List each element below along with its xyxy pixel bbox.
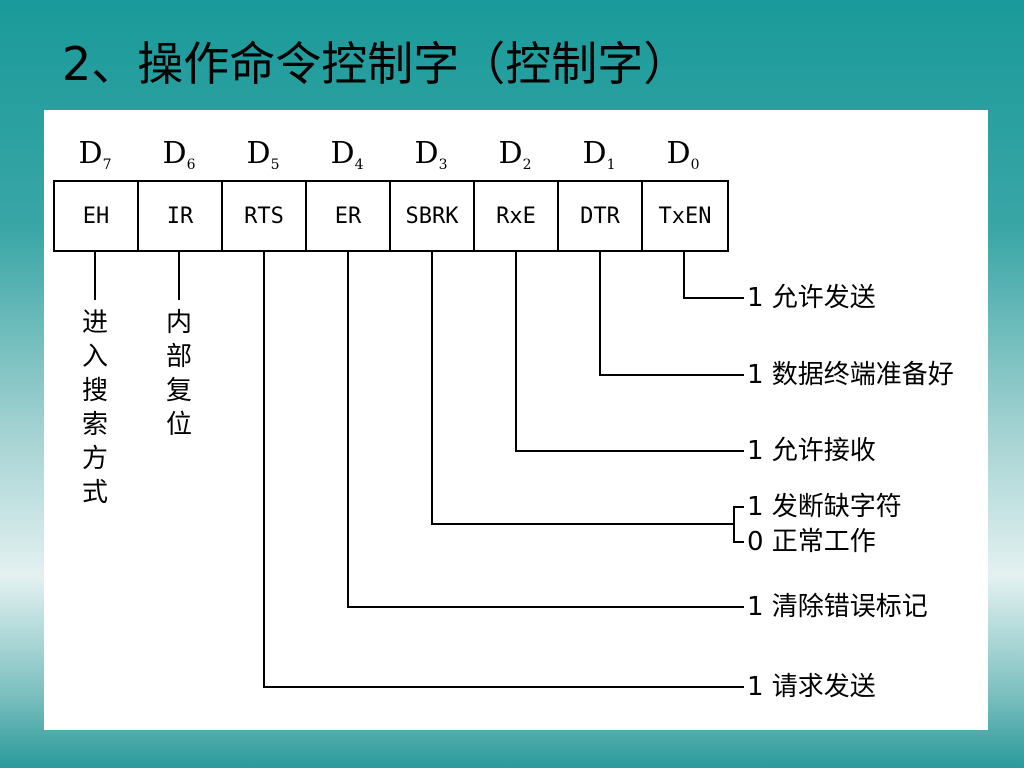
bit-label-d0: D0 [666, 136, 700, 173]
bit-label-d5: D5 [246, 136, 280, 173]
bit-label-d3: D3 [414, 136, 448, 173]
slide-title: 2、操作命令控制字（控制字） [62, 37, 690, 91]
dtr-description: 1 数据终端准备好 [747, 360, 954, 390]
bit-label-d6: D6 [162, 136, 196, 173]
sbrk-description-0: 0 正常工作 [747, 527, 876, 557]
txen-connector [683, 252, 744, 299]
sbrk-bracket [733, 506, 744, 543]
bit-label-d4: D4 [330, 136, 364, 173]
bit-label-d2: D2 [498, 136, 532, 173]
rts-description: 1 请求发送 [747, 672, 876, 702]
field-sbrk: SBRK [391, 182, 475, 250]
control-register: EH IR RTS ER SBRK RxE DTR TxEN [53, 180, 729, 252]
field-ir: IR [139, 182, 223, 250]
dtr-connector [599, 252, 744, 376]
field-rxe: RxE [475, 182, 559, 250]
eh-description: 进入搜索方式 [81, 308, 108, 508]
bit-label-d1: D1 [582, 136, 616, 173]
sbrk-description-1: 1 发断缺字符 [747, 492, 902, 522]
sbrk-connector [431, 252, 734, 525]
ir-description: 内部复位 [165, 308, 192, 440]
rts-connector [263, 252, 744, 688]
connector-lines [94, 252, 744, 688]
field-txen: TxEN [658, 203, 712, 229]
bit-label-d7: D7 [78, 136, 112, 173]
field-eh: EH [55, 182, 139, 250]
field-dtr: DTR [559, 182, 643, 250]
er-connector [347, 252, 744, 608]
field-er: ER [307, 182, 391, 250]
rxe-connector [515, 252, 744, 452]
diagram-panel: D7 D6 D5 D4 D3 D2 D1 D0 EH IR RTS ER SBR… [44, 110, 988, 730]
er-description: 1 清除错误标记 [747, 592, 928, 622]
field-rts: RTS [223, 182, 307, 250]
rxe-description: 1 允许接收 [747, 436, 876, 466]
txen-description: 1 允许发送 [747, 283, 876, 313]
